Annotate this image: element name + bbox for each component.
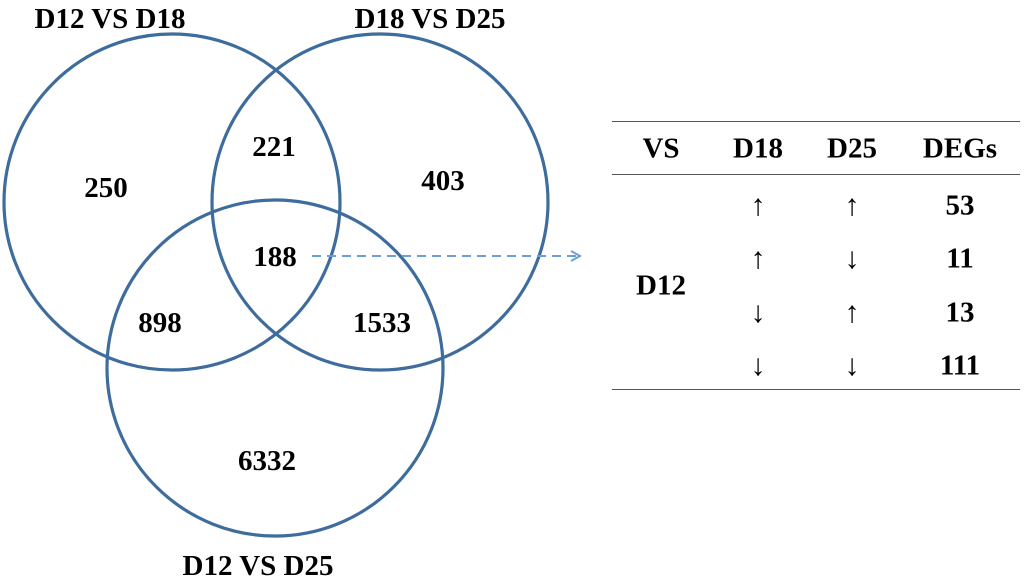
venn-circle-d18-vs-d25 [210,32,550,372]
region-only-d12-vs-d18: 250 [84,172,128,204]
set-label-d12-vs-d25: D12 VS D25 [183,550,334,582]
set-label-d12-vs-d18: D12 VS D18 [35,3,186,35]
set-label-d18-vs-d25: D18 VS D25 [355,3,506,35]
region-only-d18-vs-d25: 403 [421,165,465,197]
region-all-three: 188 [253,241,297,273]
region-d18-d25-and-d12-d25: 1533 [353,307,411,339]
region-d12-d18-and-d12-d25: 898 [138,307,182,339]
region-d12-d18-and-d18-d25: 221 [252,131,296,163]
venn-circle-d12-vs-d25 [105,198,445,538]
venn-circle-d12-vs-d18 [2,32,342,372]
region-only-d12-vs-d25: 6332 [238,445,296,477]
